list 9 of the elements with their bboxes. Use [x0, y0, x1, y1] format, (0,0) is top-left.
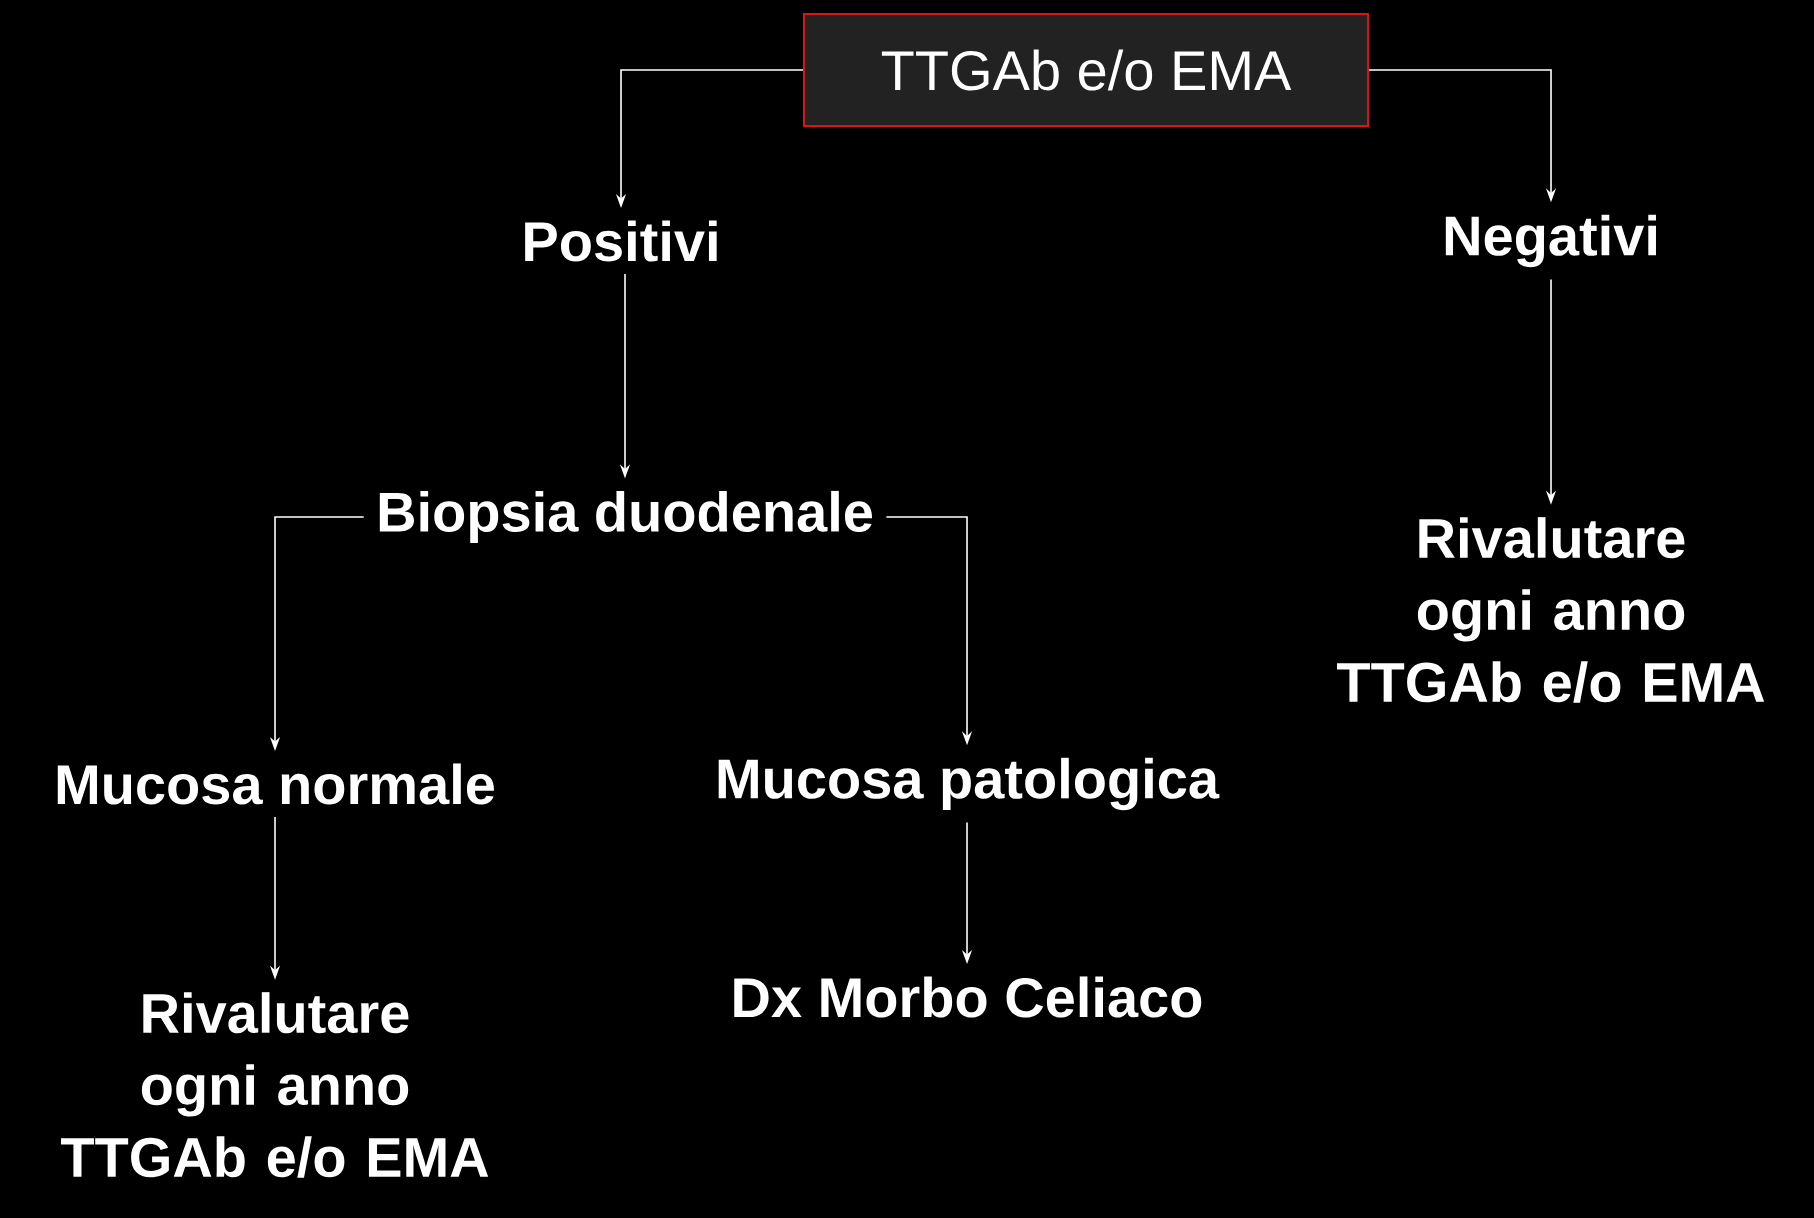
- process-box: TTGAb e/o EMA: [803, 12, 1369, 127]
- node-label: Rivalutare ogni anno TTGAb e/o EMA: [1337, 517, 1765, 703]
- node-label: Rivalutare ogni anno TTGAb e/o EMA: [61, 992, 489, 1178]
- node-label: Mucosa patologica: [718, 757, 1220, 811]
- node-label: Negativi: [1445, 214, 1656, 268]
- node-label: Biopsia duodenale: [379, 490, 872, 544]
- node-label: Positivi: [525, 220, 717, 262]
- node-label: Mucosa normale: [57, 763, 494, 805]
- node-label: Dx Morbo Celiaco: [734, 976, 1202, 1018]
